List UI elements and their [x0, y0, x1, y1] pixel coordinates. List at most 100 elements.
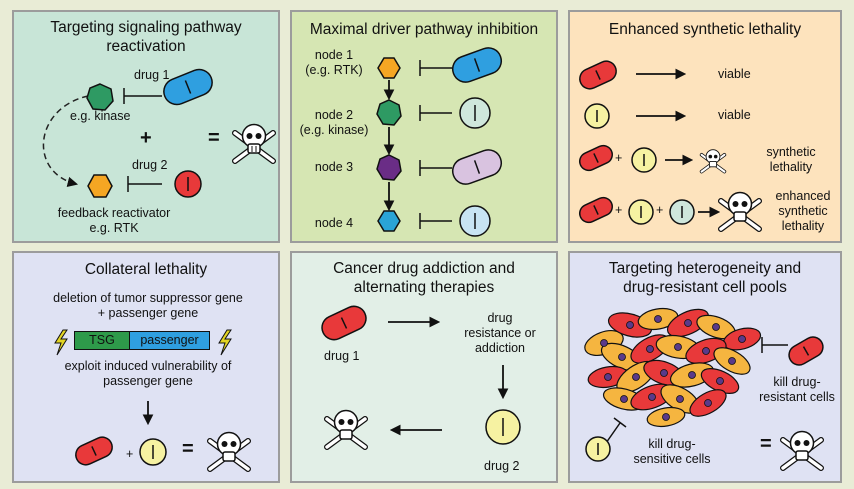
node-label-line: node 2 — [314, 108, 354, 122]
yellow-drug-round-icon — [584, 103, 610, 129]
panel4-diagram — [54, 329, 251, 472]
feedback-dashed-arrow — [42, 95, 89, 188]
label-line: kill drug- — [773, 375, 821, 389]
tsg-segment: TSG — [75, 332, 130, 349]
drug1-label: drug 1 — [134, 68, 170, 82]
skull-crossbones-icon — [718, 191, 762, 232]
label-line: synthetic — [766, 145, 816, 159]
viable-label: viable — [718, 67, 751, 81]
resistance-line: addiction — [474, 341, 526, 355]
drug2-label: drug 2 — [132, 158, 168, 172]
mint-drug-round-icon — [459, 97, 491, 129]
label-line: kill drug- — [648, 437, 696, 451]
label-line: enhanced — [775, 189, 831, 203]
label-line: resistant cells — [759, 390, 835, 404]
viable-label: viable — [718, 108, 751, 122]
label-line: sensitive cells — [633, 452, 711, 466]
red-drug-pill-icon — [75, 436, 113, 466]
resistance-label: drug resistance or addiction — [452, 311, 548, 356]
panel-enhanced-synthetic-lethality: Enhanced synthetic lethality viable viab… — [568, 10, 842, 243]
panel2-diagram — [376, 47, 503, 237]
panel-title: Targeting heterogeneity and drug-resista… — [570, 259, 840, 297]
skull-crossbones-icon — [232, 123, 276, 164]
node3-heptagon-icon — [376, 154, 402, 181]
yellow-drug-round-icon — [485, 409, 521, 445]
exploit-text: exploit induced vulnerability of passeng… — [18, 359, 278, 389]
lightning-bolt-icon — [54, 329, 68, 356]
title-line: Cancer drug addiction and — [333, 260, 515, 277]
title-line: alternating therapies — [353, 279, 495, 296]
panel-collateral-lethality: Collateral lethality deletion of tumor s… — [12, 251, 280, 483]
yellow-drug-round-icon — [631, 147, 657, 173]
plus-sign: + — [126, 447, 134, 461]
synthetic-lethality-label: synthetic lethality — [752, 145, 830, 175]
rtk-node-icon — [87, 174, 113, 198]
plus-sign: + — [615, 203, 623, 217]
plus-sign: + — [656, 203, 664, 217]
skull-crossbones-icon — [207, 431, 251, 472]
node2-heptagon-icon — [376, 99, 402, 126]
lightning-bolt-icon — [218, 329, 232, 356]
panel-title: Maximal driver pathway inhibition — [309, 21, 539, 38]
equals-sign: = — [208, 127, 220, 149]
yellow-drug-round-icon — [139, 438, 167, 466]
deletion-line: deletion of tumor suppressor gene — [53, 291, 243, 305]
red-drug-round-icon — [174, 170, 202, 198]
node4-label: node 4 — [314, 216, 354, 230]
inhibition-line — [605, 422, 621, 444]
node3-label: node 3 — [314, 160, 354, 174]
title-line: Targeting heterogeneity and — [608, 260, 802, 277]
passenger-segment: passenger — [130, 332, 209, 349]
node2-label: node 2 (e.g. kinase) — [292, 108, 376, 138]
panel6-diagram — [584, 307, 824, 471]
skull-crossbones-icon — [324, 409, 368, 450]
blue-drug-pill-icon — [451, 47, 503, 83]
cell-nuclei — [600, 315, 746, 421]
resistance-line: resistance or — [464, 326, 536, 340]
kinase-node-icon — [86, 83, 114, 111]
kinase-label: e.g. kinase — [70, 109, 131, 123]
panel1-diagram — [42, 68, 276, 198]
label-line: lethality — [769, 160, 813, 174]
node-label-line: (e.g. kinase) — [299, 123, 369, 137]
lightblue-drug-round-icon — [459, 205, 491, 237]
title-line: Targeting signaling pathway — [50, 19, 242, 36]
exploit-line: passenger gene — [103, 374, 193, 388]
node4-hexagon-icon — [377, 210, 401, 232]
lilac-drug-pill-icon — [451, 149, 503, 185]
blue-drug-pill-icon — [163, 68, 213, 106]
red-drug-pill-icon — [578, 196, 614, 224]
panel-driver-pathway-inhibition: Maximal driver pathway inhibition node 1… — [290, 10, 558, 243]
enhanced-lethality-label: enhanced synthetic lethality — [766, 189, 840, 234]
panel-title: Targeting signaling pathway reactivation — [14, 18, 278, 56]
feedback-line: feedback reactivator — [57, 206, 171, 220]
panel-title: Enhanced synthetic lethality — [608, 21, 802, 38]
red-drug-pill-icon — [579, 60, 617, 90]
node1-label: node 1 (e.g. RTK) — [294, 48, 374, 78]
resistance-line: drug — [487, 311, 513, 325]
exploit-line: exploit induced vulnerability of — [64, 359, 232, 373]
title-line: reactivation — [106, 38, 186, 55]
node-label-line: (e.g. RTK) — [305, 63, 363, 77]
red-drug-pill-icon — [321, 305, 367, 341]
panel-heterogeneity: Targeting heterogeneity and drug-resista… — [568, 251, 842, 483]
panel3-diagram — [578, 60, 762, 232]
small-skull-icon — [699, 149, 727, 174]
plus-sign: + — [615, 151, 623, 165]
node-label-line: node 1 — [314, 48, 354, 62]
panel-title: Collateral lethality — [84, 261, 208, 278]
feedback-line: e.g. RTK — [89, 221, 139, 235]
mint-drug-round-icon — [669, 199, 695, 225]
inhibition-bar — [613, 417, 627, 428]
panel-signaling-reactivation: Targeting signaling pathway reactivation… — [12, 10, 280, 243]
label-line: lethality — [781, 219, 825, 233]
equals-sign: = — [760, 433, 772, 455]
yellow-drug-round-icon — [628, 199, 654, 225]
panel-title: Cancer drug addiction and alternating th… — [292, 259, 556, 297]
red-drug-pill-icon — [578, 144, 614, 172]
deletion-line: + passenger gene — [97, 306, 199, 320]
panel-drug-addiction-alternating: Cancer drug addiction and alternating th… — [290, 251, 558, 483]
yellow-drug-round-icon — [585, 436, 611, 462]
drug2-label: drug 2 — [484, 459, 520, 473]
skull-crossbones-icon — [780, 430, 824, 471]
